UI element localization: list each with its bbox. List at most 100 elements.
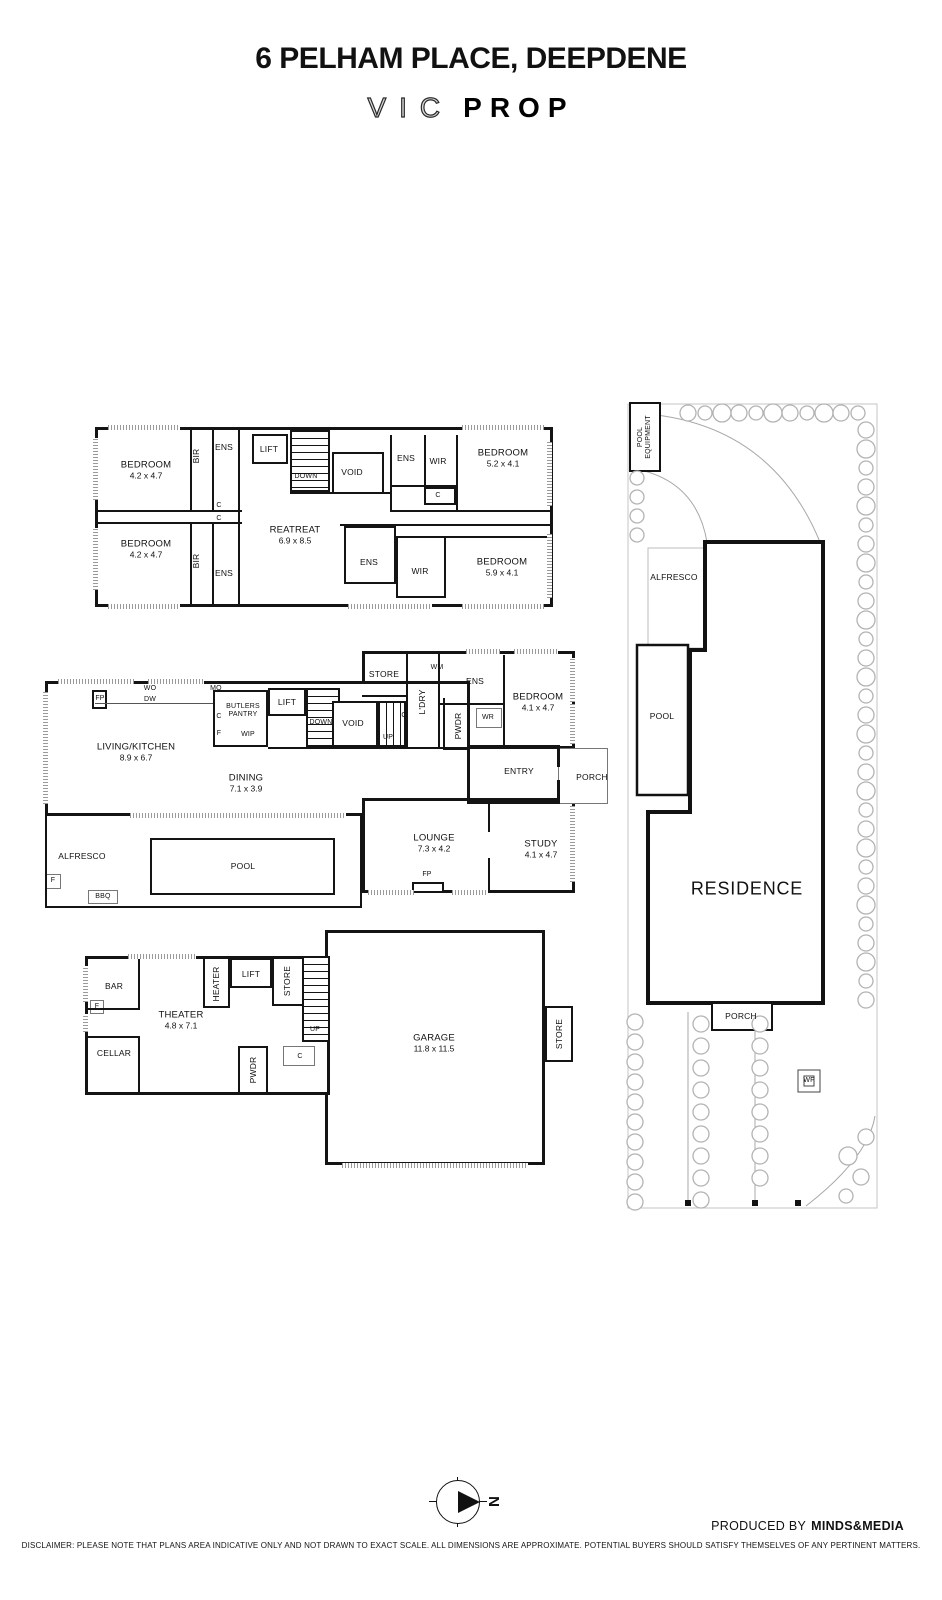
window	[462, 604, 544, 609]
room-name: BIR	[190, 553, 201, 569]
wall	[138, 1036, 140, 1095]
north-compass: N	[429, 1477, 502, 1527]
tree-icon	[692, 1037, 710, 1055]
room-name: CELLAR	[96, 1047, 132, 1058]
label-fridge: F	[51, 877, 55, 885]
window	[452, 890, 488, 895]
room-name: F	[94, 1002, 100, 1010]
room-name: BUTLERS	[226, 702, 260, 710]
label-void: VOID	[342, 718, 364, 728]
wir-box	[396, 536, 446, 598]
window	[93, 438, 98, 500]
wall	[390, 435, 392, 512]
label-wir: WIR	[429, 456, 446, 466]
outer-wall	[362, 798, 575, 893]
label-wip: WIP	[241, 731, 255, 739]
room-name: C	[401, 711, 407, 719]
tree-icon	[857, 934, 875, 952]
label-up: UP	[310, 1026, 320, 1034]
label-wo: WO	[144, 685, 156, 693]
label-pwdr: PWDR	[453, 713, 463, 740]
wall	[467, 745, 560, 748]
tree-icon	[626, 1013, 644, 1031]
room-name: F	[216, 729, 222, 737]
label-alfresco: ALFRESCO	[650, 572, 697, 582]
room-name: DW	[143, 695, 157, 703]
room-name: BEDROOM	[512, 691, 564, 703]
tree-icon	[858, 973, 874, 989]
tree-icon	[751, 1169, 769, 1187]
wall	[438, 703, 505, 705]
tree-icon	[838, 1146, 858, 1166]
window	[128, 954, 196, 959]
produced-by-prefix: PRODUCED BY	[711, 1519, 807, 1533]
window	[547, 534, 552, 598]
pool-outline	[635, 643, 690, 797]
room-name: BIR	[190, 448, 201, 464]
room-name: WIR	[429, 455, 447, 466]
room-dims: 4.2 x 4.7	[129, 470, 163, 481]
room-name: HEATER	[210, 966, 221, 1002]
lift-box	[268, 688, 306, 716]
wall	[213, 745, 268, 747]
wall	[212, 430, 214, 510]
tree-icon	[763, 403, 783, 423]
room-name: POOL	[636, 426, 644, 448]
room-name: VOID	[342, 717, 364, 728]
label-ens: ENS	[360, 557, 378, 567]
window	[466, 649, 500, 654]
room-dims: 5.9 x 4.1	[485, 567, 519, 578]
tree-icon	[857, 421, 875, 439]
room-name: WO	[143, 684, 157, 692]
label-down: DOWN	[310, 719, 333, 727]
tree-icon	[692, 1015, 710, 1033]
label-heater: HEATER	[211, 966, 221, 1001]
tree-icon	[626, 1153, 644, 1171]
label-store: STORE	[369, 669, 399, 679]
tree-icon	[629, 508, 645, 524]
tree-icon	[781, 404, 799, 422]
tree-icon	[751, 1081, 769, 1099]
wall	[503, 655, 505, 749]
tree-icon	[857, 991, 875, 1009]
wall	[45, 906, 362, 908]
room-name: F	[50, 876, 56, 884]
room-name: LIVING/KITCHEN	[96, 741, 176, 753]
tree-icon	[858, 631, 874, 647]
stairs-up	[378, 701, 406, 747]
tree-icon	[692, 1059, 710, 1077]
room-name: ENS	[214, 441, 234, 452]
wall	[424, 435, 426, 487]
room-dims: 4.1 x 4.7	[521, 702, 555, 713]
label-down: DOWN	[295, 473, 318, 481]
label-closet: C	[297, 1053, 302, 1061]
label-porch: PORCH	[725, 1011, 757, 1021]
room-name: C	[435, 491, 441, 499]
window	[43, 692, 48, 804]
room-name: C	[297, 1052, 303, 1060]
kitchen-bench	[95, 703, 213, 704]
wall	[85, 1036, 140, 1038]
tree-icon	[626, 1173, 644, 1191]
room-name: C	[216, 501, 222, 509]
room-name: VOID	[341, 466, 363, 477]
tree-icon	[697, 405, 713, 421]
gate-post	[795, 1200, 801, 1206]
wall	[203, 1006, 230, 1008]
wall	[290, 492, 392, 494]
stairs	[290, 430, 330, 492]
tree-icon	[626, 1033, 644, 1051]
label-bbq: BBQ	[95, 893, 110, 901]
tree-icon	[858, 517, 874, 533]
room-name: WM	[430, 663, 444, 671]
wall	[557, 745, 560, 767]
tree-icon	[629, 527, 645, 543]
